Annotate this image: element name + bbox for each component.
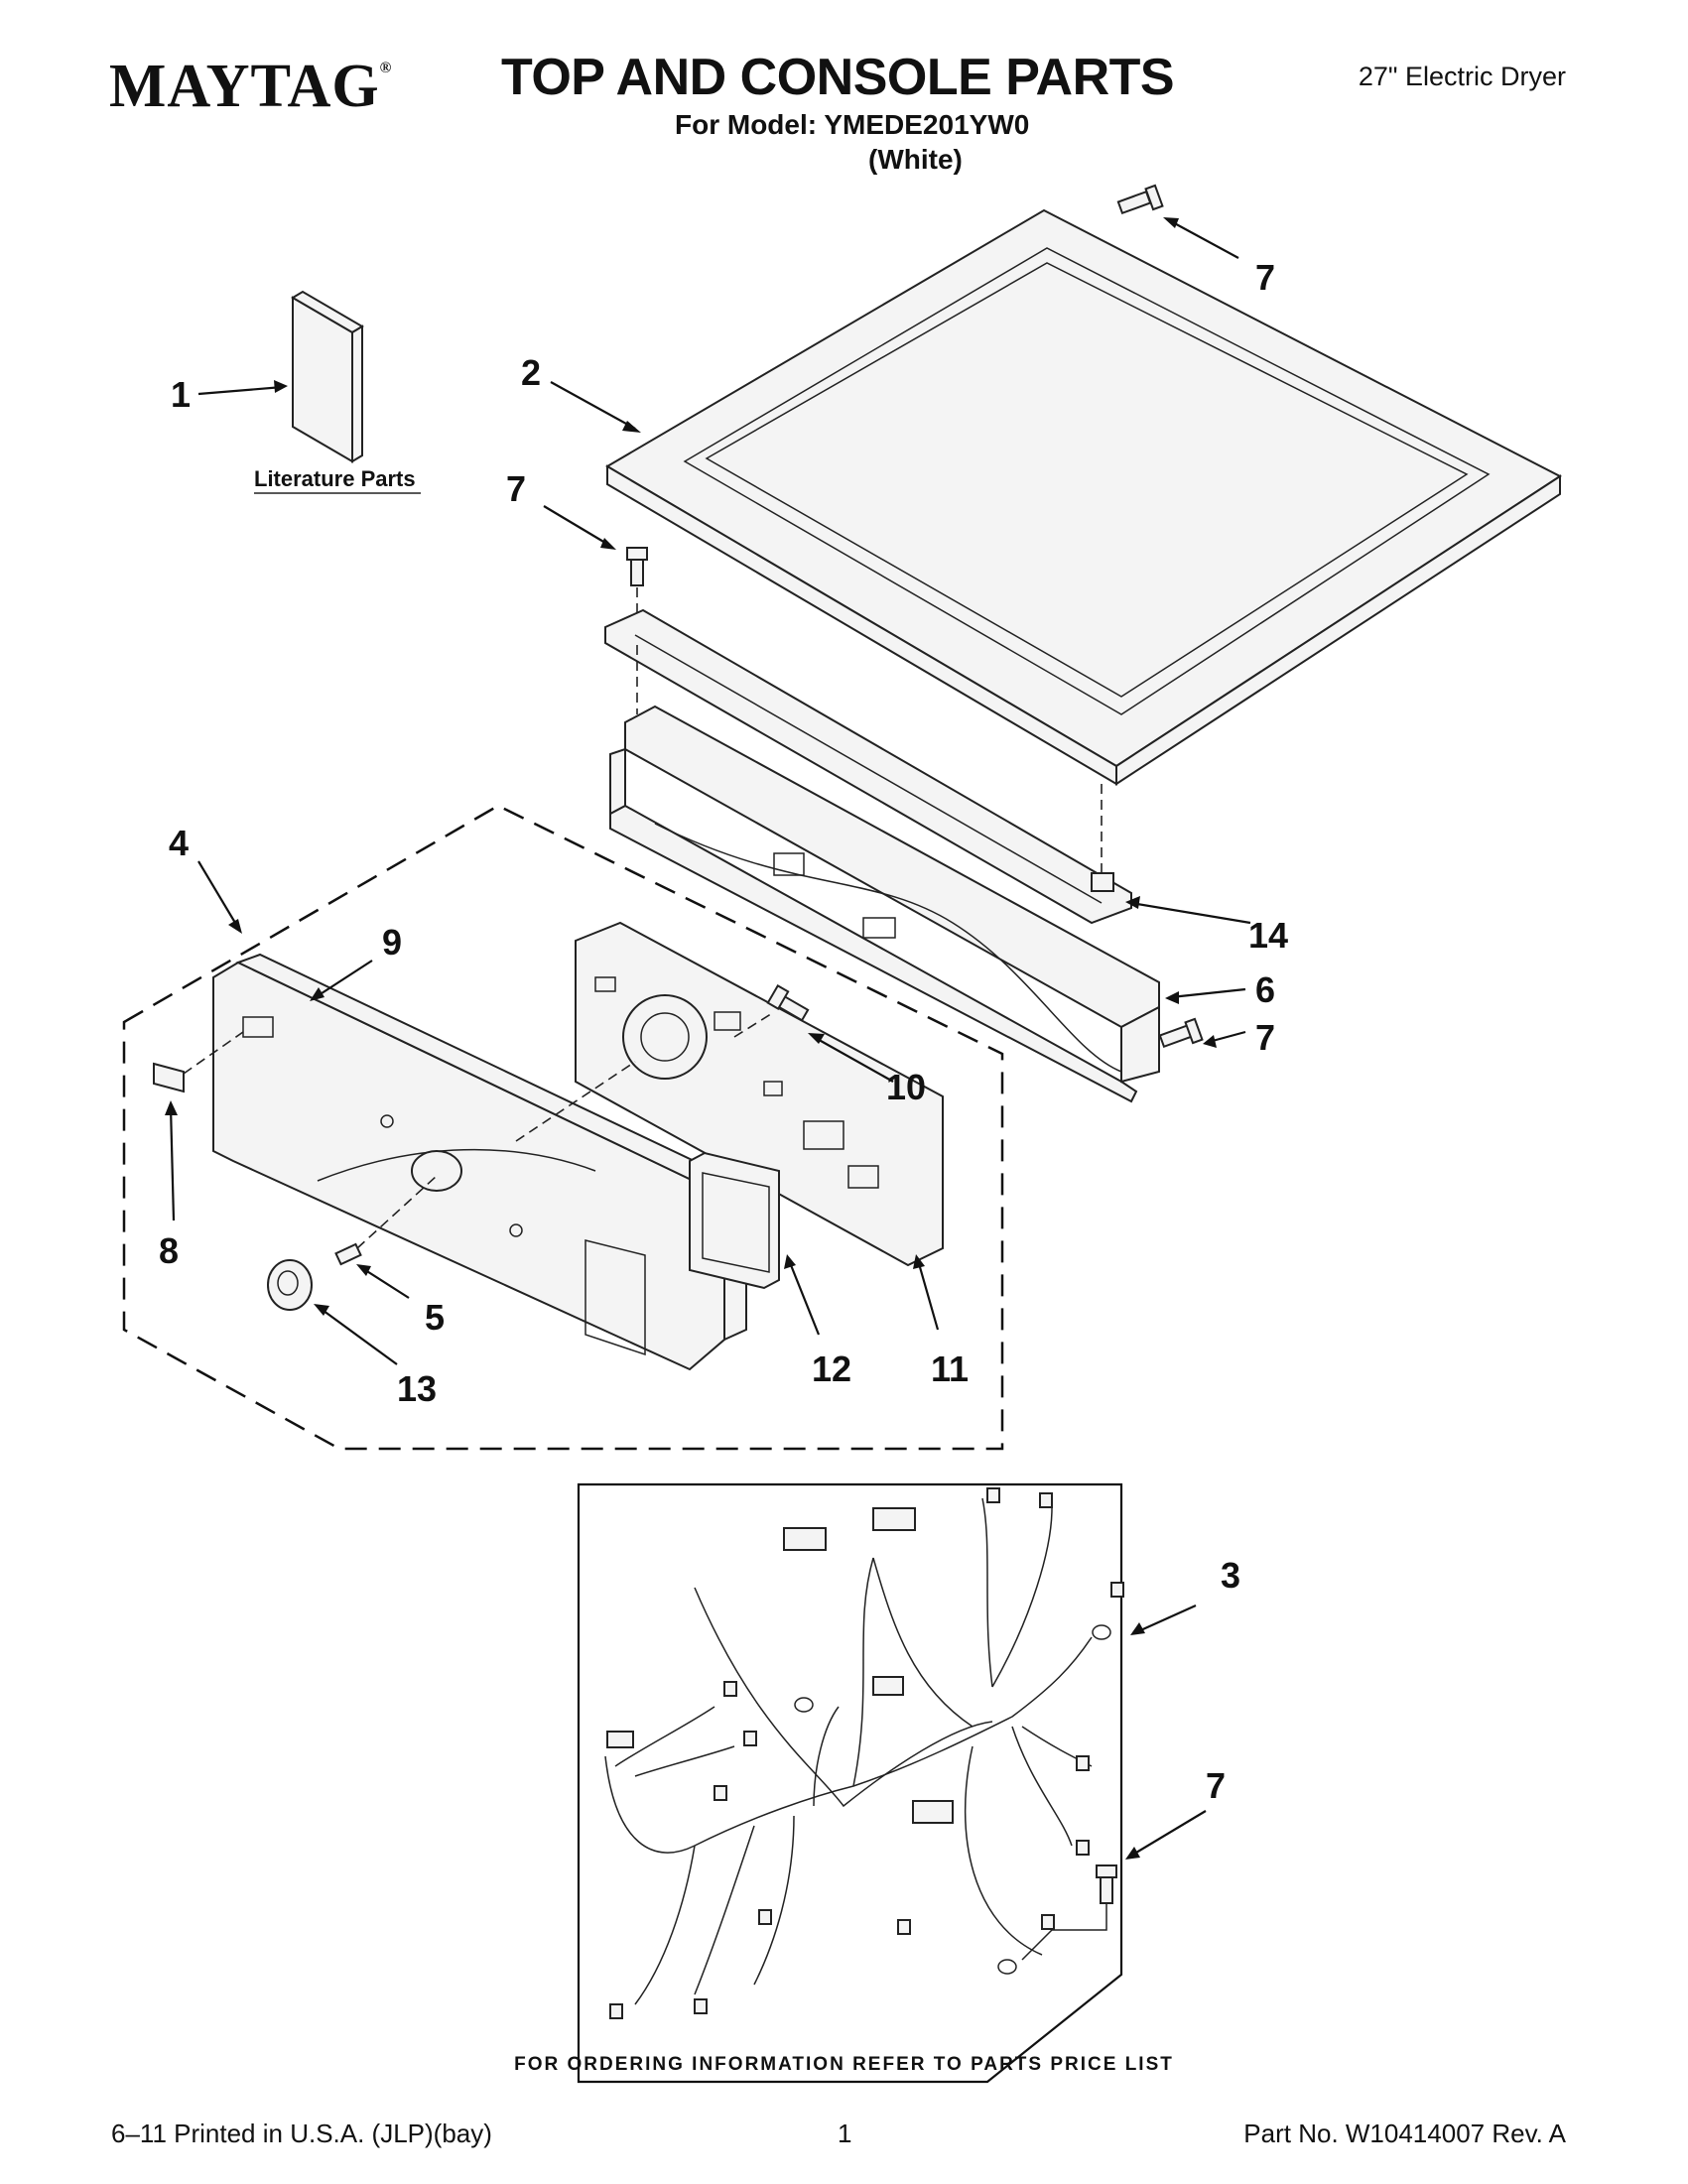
callout-7-bottom: 7 [1206, 1765, 1226, 1806]
product-type: 27" Electric Dryer [1358, 62, 1566, 91]
callout-9: 9 [382, 922, 402, 963]
screw-harness-link [1021, 1903, 1107, 1961]
leader-11 [916, 1259, 940, 1331]
leader-3 [1135, 1604, 1197, 1634]
part-console-support [609, 705, 1160, 1103]
page-number: 1 [838, 2119, 852, 2148]
leader-1 [197, 385, 284, 396]
part-knob-insert [334, 1242, 362, 1266]
leader-13 [319, 1307, 398, 1365]
arrow-8 [165, 1100, 178, 1115]
callout-11: 11 [931, 1349, 969, 1389]
board-align-line [515, 1061, 636, 1142]
callout-6: 6 [1255, 969, 1275, 1010]
leader-10 [813, 1036, 894, 1083]
callout-10: 10 [886, 1067, 926, 1107]
callout-7-mid: 7 [506, 468, 526, 509]
ordering-note: FOR ORDERING INFORMATION REFER TO PARTS … [514, 2054, 1174, 2075]
brand-logo: MAYTAG® [109, 53, 393, 120]
part-front-bracket [604, 608, 1132, 925]
arrow-4 [228, 919, 242, 934]
leader-12 [787, 1259, 821, 1336]
callout-2: 2 [521, 352, 541, 393]
callout-8: 8 [159, 1230, 179, 1271]
screw-top-right [1116, 184, 1164, 215]
arrow-10 [808, 1033, 825, 1044]
callout-14: 14 [1248, 915, 1288, 956]
leader-14 [1130, 901, 1251, 925]
model-line: For Model: YMEDE201YW0 [675, 109, 1030, 140]
part-control-board [575, 921, 944, 1267]
leader-5 [361, 1267, 410, 1299]
leader-7a [1168, 219, 1239, 259]
print-info: 6–11 Printed in U.S.A. (JLP)(bay) [111, 2119, 492, 2148]
part-console-panel [212, 953, 749, 1371]
arrow-7a [1163, 217, 1179, 228]
arrow-3 [1130, 1622, 1145, 1635]
screw-right [1158, 1017, 1204, 1049]
part-clip [1091, 872, 1114, 892]
callout-3: 3 [1221, 1555, 1240, 1596]
screw-board-align [733, 1011, 775, 1038]
harness-frame [577, 1482, 1123, 2084]
arrow-7b [600, 538, 616, 550]
arrow-2 [622, 421, 641, 433]
screw-mid-left [626, 547, 648, 586]
arrow-9 [310, 987, 325, 1001]
part-button [153, 1062, 185, 1093]
part-top-panel [605, 208, 1562, 786]
callout-7-top: 7 [1255, 257, 1275, 298]
arrow-12 [784, 1254, 796, 1269]
arrow-5 [356, 1264, 371, 1276]
part-display [689, 1151, 780, 1290]
arrow-7d [1125, 1847, 1140, 1860]
callout-5: 5 [425, 1297, 445, 1338]
callout-13: 13 [397, 1368, 437, 1409]
arrow-7c [1203, 1035, 1217, 1048]
arrow-11 [913, 1254, 925, 1269]
literature-parts-label: Literature Parts [254, 466, 416, 491]
callout-12: 12 [812, 1349, 851, 1389]
console-assembly-outline [122, 804, 1004, 1451]
leader-7b [543, 505, 611, 547]
callout-1: 1 [171, 374, 191, 415]
screw-board [766, 983, 810, 1022]
leader-6 [1170, 987, 1246, 999]
page-title: TOP AND CONSOLE PARTS [501, 49, 1175, 106]
arrow-6 [1165, 991, 1179, 1004]
callout-7-right: 7 [1255, 1017, 1275, 1058]
leader-4 [197, 860, 239, 929]
screw-harness [1096, 1864, 1117, 1904]
part-number: Part No. W10414007 Rev. A [1243, 2119, 1566, 2148]
callout-4: 4 [169, 823, 189, 863]
part-literature-booklet [291, 290, 364, 463]
leader-7d [1130, 1810, 1207, 1857]
part-knob [267, 1259, 313, 1311]
part-wire-harness [604, 1487, 1124, 2019]
knob-align-line [356, 1175, 438, 1249]
arrow-13 [314, 1304, 329, 1316]
color-line: (White) [868, 144, 963, 175]
arrow-14 [1125, 896, 1140, 909]
arrow-1 [274, 380, 288, 393]
leader-2 [550, 381, 636, 430]
leader-8 [169, 1105, 176, 1221]
button-align-line [183, 1031, 244, 1075]
leader-9 [315, 960, 373, 998]
